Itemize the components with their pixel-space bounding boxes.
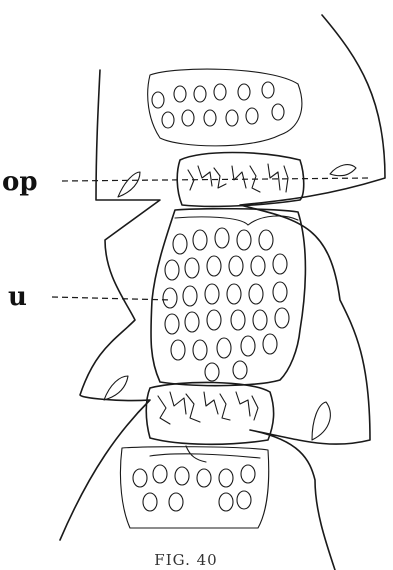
top-cell-outline xyxy=(148,69,302,146)
lower-plug-texture xyxy=(158,392,258,424)
upper-right-flap xyxy=(330,165,356,176)
bottom-cell-granules xyxy=(133,465,255,511)
op-leader-line xyxy=(62,178,370,181)
central-cell-granules xyxy=(163,228,289,381)
u-leader-line xyxy=(52,297,172,300)
bottom-cell-outline xyxy=(120,447,268,528)
label-u: u xyxy=(8,282,27,312)
lower-left-flap xyxy=(104,376,128,400)
central-cell-partition xyxy=(175,216,298,225)
figure-caption: FIG. 40 xyxy=(154,551,217,569)
left-outer-wall xyxy=(60,70,160,540)
right-outer-wall xyxy=(240,15,385,570)
top-cell-granules xyxy=(152,82,284,128)
upper-left-flap xyxy=(118,172,140,197)
lower-right-flap xyxy=(312,402,330,440)
label-op: op xyxy=(2,167,38,197)
upper-plug-texture xyxy=(188,164,288,192)
lower-plug xyxy=(146,382,273,444)
